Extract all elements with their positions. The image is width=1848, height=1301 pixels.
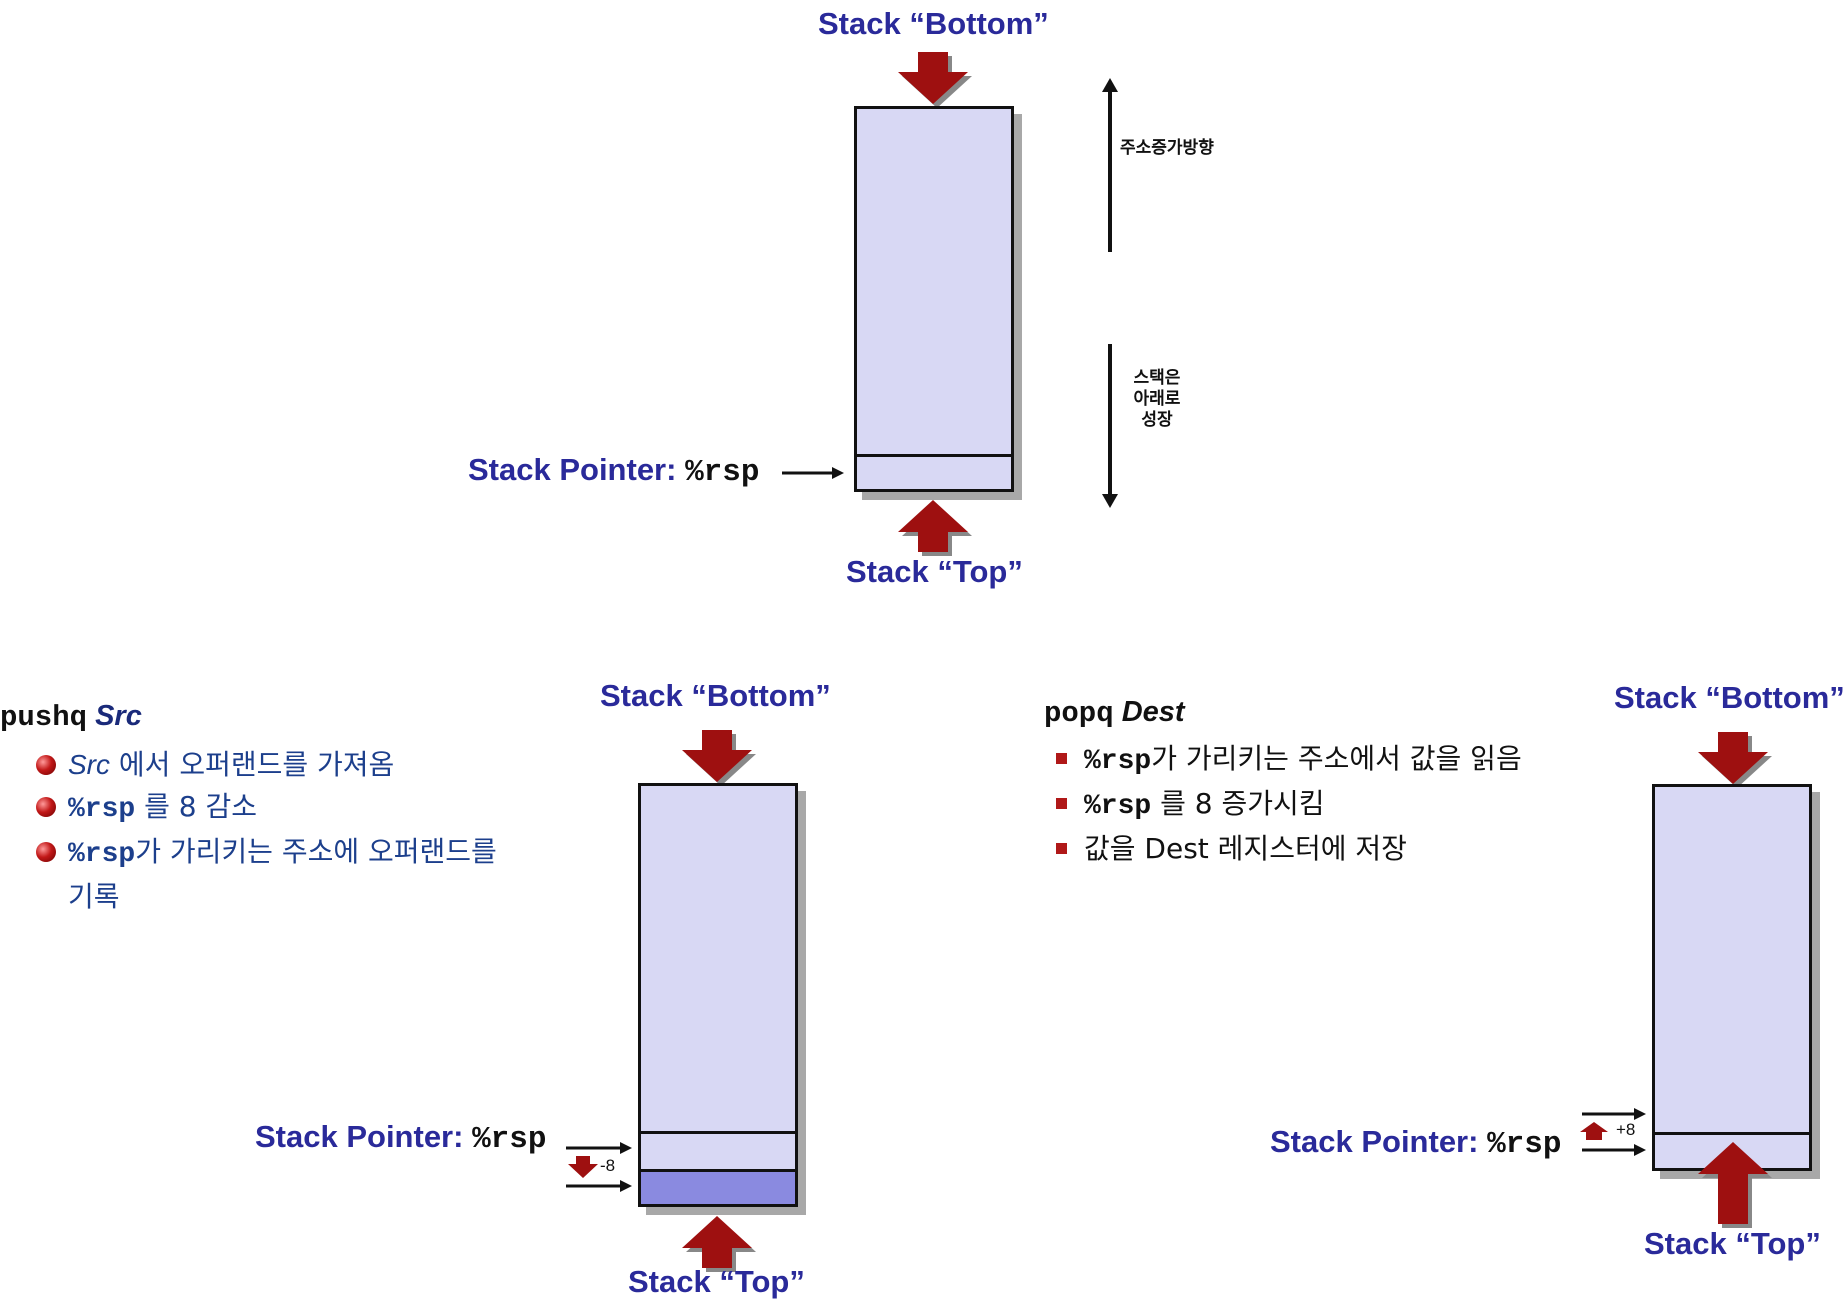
- bullet-ball-icon: [36, 755, 56, 775]
- push-new-slot: [641, 1169, 795, 1204]
- pop-bullet-item: 값을 Dest 레지스터에 저장: [1056, 828, 1522, 870]
- push-title: pushq Src: [0, 700, 142, 734]
- push-pointer-arrows-icon: [566, 1142, 632, 1192]
- push-stack-top-label: Stack “Top”: [628, 1264, 805, 1299]
- top-stack-box: [854, 106, 1014, 492]
- top-top-arrow-icon: [898, 500, 972, 556]
- push-bullet-item: %rsp가 가리키는 주소에 오퍼랜드를: [36, 831, 497, 876]
- push-bottom-arrow-icon: [682, 730, 756, 786]
- bullet-square-icon: [1056, 753, 1067, 764]
- push-stack-slot: [641, 1131, 795, 1134]
- push-stack-box: [638, 783, 798, 1207]
- top-stack-top-label: Stack “Top”: [846, 554, 1023, 589]
- push-bullet-continuation: 기록: [68, 880, 120, 913]
- push-stack-pointer-label: Stack Pointer: %rsp: [255, 1119, 547, 1157]
- pop-stack-top-label: Stack “Top”: [1644, 1226, 1821, 1261]
- push-rsp-register: %rsp: [472, 1122, 547, 1157]
- bullet-square-icon: [1056, 798, 1067, 809]
- push-stack-bottom-label: Stack “Bottom”: [600, 678, 831, 713]
- pop-bullet-list: %rsp가 가리키는 주소에서 값을 읽음 %rsp 를 8 증가시킴 값을 D…: [1056, 738, 1522, 870]
- pop-delta-label: +8: [1616, 1120, 1636, 1139]
- push-arg: Src: [95, 700, 142, 732]
- pop-op: popq: [1044, 697, 1114, 730]
- pop-bottom-arrow-icon: [1698, 732, 1772, 788]
- pop-stack-bottom-label: Stack “Bottom”: [1614, 680, 1845, 715]
- pop-stack-slot: [1655, 1132, 1809, 1135]
- pop-bullet-item: %rsp 를 8 증가시킴: [1056, 783, 1522, 828]
- top-stack-slot: [857, 454, 1011, 457]
- top-stack-bottom-label: Stack “Bottom”: [818, 6, 1049, 41]
- address-increase-arrow-icon: [1102, 78, 1118, 252]
- bullet-ball-icon: [36, 797, 56, 817]
- pop-title: popq Dest: [1044, 696, 1185, 730]
- address-increase-label: 주소증가방향: [1120, 138, 1214, 158]
- bullet-ball-icon: [36, 842, 56, 862]
- push-delta-label: -8: [600, 1156, 616, 1175]
- bullet-square-icon: [1056, 843, 1067, 854]
- top-stack-pointer-label: Stack Pointer: %rsp: [468, 452, 760, 490]
- stack-grows-down-label: 스택은 아래로 성장: [1133, 368, 1181, 430]
- push-top-arrow-icon: [682, 1216, 756, 1272]
- top-bottom-arrow-icon: [898, 52, 972, 108]
- top-rsp-register: %rsp: [685, 455, 760, 490]
- push-bullet-item: Src 에서 오퍼랜드를 가져옴: [36, 744, 497, 786]
- pop-stack-pointer-label: Stack Pointer: %rsp: [1270, 1124, 1562, 1162]
- top-pointer-arrow-icon: [782, 467, 844, 479]
- stack-grows-down-arrow-icon: [1102, 344, 1118, 508]
- push-bullet-item: %rsp 를 8 감소: [36, 786, 497, 831]
- pop-stack-box: [1652, 784, 1812, 1171]
- pop-arg: Dest: [1121, 696, 1185, 728]
- pop-bullet-item: %rsp가 가리키는 주소에서 값을 읽음: [1056, 738, 1522, 783]
- push-op: pushq: [0, 701, 88, 734]
- push-bullet-list: Src 에서 오퍼랜드를 가져옴 %rsp 를 8 감소 %rsp가 가리키는 …: [36, 744, 497, 918]
- pop-rsp-register: %rsp: [1487, 1127, 1562, 1162]
- pop-top-arrow-icon: [1698, 1142, 1772, 1228]
- pop-pointer-arrows-icon: [1580, 1108, 1646, 1156]
